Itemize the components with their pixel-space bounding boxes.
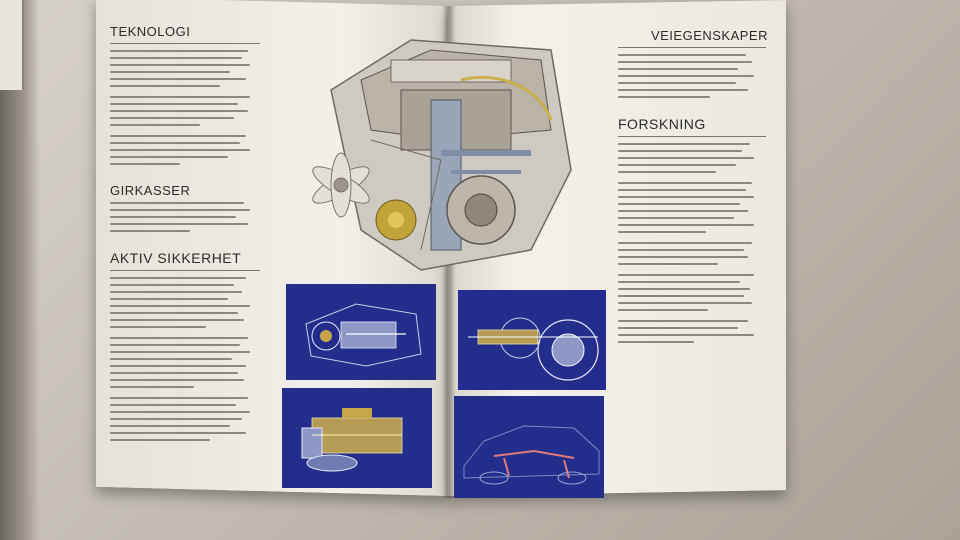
open-brochure: TEKNOLOGI GIRKASSER	[96, 0, 786, 506]
right-text-column: VEIEGENSKAPER FORSKNING	[618, 28, 768, 348]
body-text-forskning	[618, 143, 768, 343]
heading-rule	[618, 136, 766, 137]
section-heading-teknologi: TEKNOLOGI	[110, 24, 191, 39]
body-text-teknologi	[110, 50, 280, 165]
engine-cutaway-illustration	[301, 20, 581, 292]
left-text-column: TEKNOLOGI GIRKASSER	[110, 24, 280, 446]
heading-rule	[618, 47, 766, 48]
body-text-aktiv-sikkerhet	[110, 277, 280, 441]
engine-icon	[312, 39, 572, 271]
transmission-icon	[282, 388, 432, 488]
heading-rule	[110, 270, 260, 271]
car-icon	[454, 396, 604, 498]
automatic-transmission-photo	[282, 388, 432, 488]
section-heading-aktiv-sikkerhet: AKTIV SIKKERHET	[110, 250, 242, 266]
table-shadow	[0, 0, 40, 540]
body-text-veiegenskaper	[618, 54, 768, 98]
gearbox-icon	[286, 284, 436, 380]
section-heading-veiegenskaper: VEIEGENSKAPER	[650, 28, 768, 43]
gear-icon	[458, 290, 606, 390]
manual-gearbox-photo	[286, 284, 436, 380]
section-heading-girkasser: GIRKASSER	[110, 183, 191, 198]
drivetrain-gears-photo	[458, 290, 606, 390]
section-heading-forskning: FORSKNING	[618, 116, 706, 132]
body-text-girkasser	[110, 202, 280, 232]
underlying-paper	[0, 0, 24, 90]
car-xray-braking-photo	[454, 396, 604, 498]
cooling-fan	[312, 152, 370, 218]
heading-rule	[110, 43, 260, 44]
